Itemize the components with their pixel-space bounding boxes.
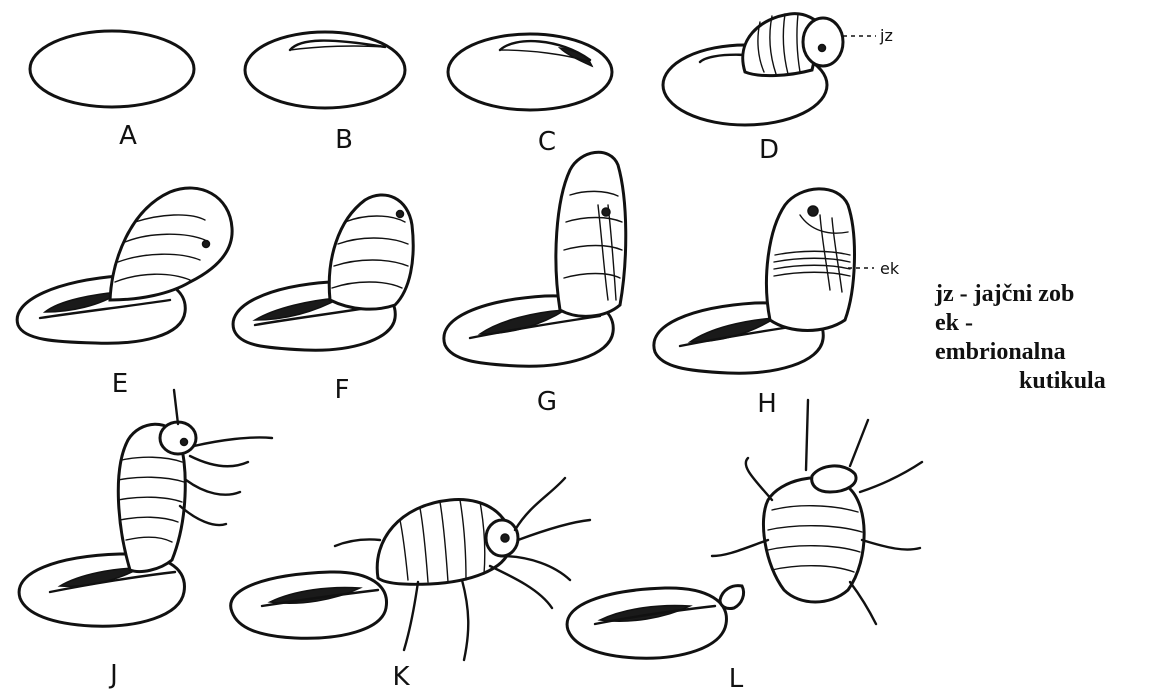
stage-j-nymph	[19, 390, 272, 626]
stage-f-label: F	[335, 375, 350, 405]
stage-b-egg	[245, 32, 405, 108]
stage-c-egg	[448, 34, 612, 110]
legend-line-jz: jz - jajčni zob	[935, 280, 1155, 309]
legend-line-kutikula: kutikula	[935, 367, 1155, 396]
stage-l-nymph	[567, 400, 922, 658]
stage-l-label: L	[729, 664, 744, 694]
stage-g-larva	[444, 152, 626, 366]
legend-line-ek: ek -	[935, 309, 1155, 338]
stage-k-label: K	[392, 662, 410, 692]
stage-a-egg	[30, 31, 194, 107]
legend-line-embrionalna: embrionalna	[935, 338, 1155, 367]
stage-a-label: A	[119, 121, 137, 151]
stage-j-label: J	[108, 660, 118, 690]
stage-c-label: C	[538, 127, 556, 157]
stage-g-label: G	[537, 387, 557, 417]
stage-b-label: B	[335, 125, 353, 155]
stage-d-larva	[663, 14, 876, 125]
ek-annotation: ek	[880, 259, 900, 278]
stage-h-label: H	[757, 389, 777, 419]
stage-e-label: E	[112, 369, 128, 399]
stage-d-label: D	[759, 135, 779, 165]
stage-e-larva	[17, 188, 232, 343]
stage-f-larva	[233, 195, 413, 350]
stage-h-larva	[654, 189, 874, 373]
legend: jz - jajčni zob ek - embrionalna kutikul…	[935, 280, 1155, 396]
stage-k-nymph	[231, 478, 590, 660]
jz-annotation: jz	[879, 26, 893, 45]
